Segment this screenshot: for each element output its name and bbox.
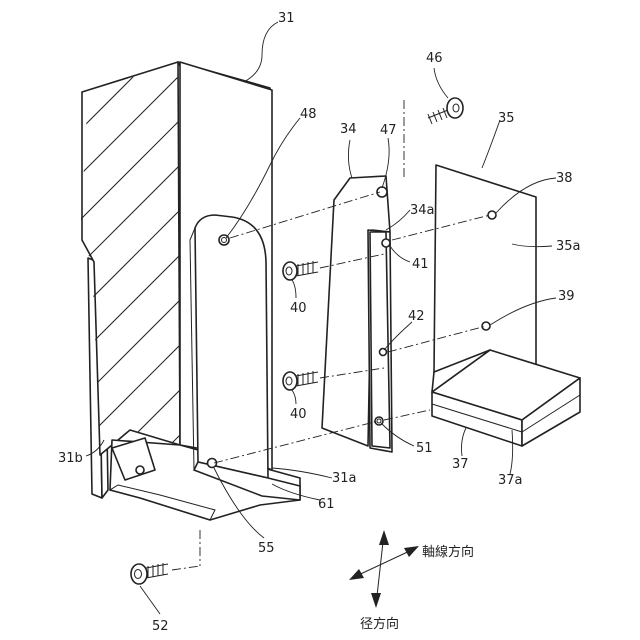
label-31a: 31a	[332, 471, 357, 486]
hole-42	[380, 349, 387, 356]
hole-38	[488, 211, 496, 219]
plate-35	[432, 165, 580, 446]
screw-52	[131, 563, 168, 584]
label-37a: 37a	[498, 473, 523, 488]
label-46: 46	[426, 51, 443, 66]
label-55: 55	[258, 541, 275, 556]
label-31b: 31b	[58, 451, 83, 466]
label-31: 31	[278, 11, 295, 26]
label-42: 42	[408, 309, 425, 324]
label-52: 52	[152, 619, 169, 634]
label-radial-direction: 径方向	[360, 616, 399, 632]
label-39: 39	[558, 289, 575, 304]
screw-46	[428, 98, 463, 124]
direction-arrows	[349, 530, 419, 608]
screw-40-upper	[283, 261, 318, 280]
label-axial-direction: 軸線方向	[422, 544, 474, 560]
pad-31a	[195, 215, 268, 478]
label-34a: 34a	[410, 203, 435, 218]
arrow-down	[371, 593, 381, 608]
label-37: 37	[452, 457, 469, 472]
label-35a: 35a	[556, 239, 581, 254]
label-34: 34	[340, 122, 357, 137]
hole-39	[482, 322, 490, 330]
label-48: 48	[300, 107, 317, 122]
hole-51	[375, 417, 383, 425]
label-38: 38	[556, 171, 573, 186]
screw-40-lower	[283, 371, 318, 390]
label-40-lower: 40	[290, 407, 307, 422]
notch-hole	[136, 466, 144, 474]
bar-34	[322, 176, 392, 452]
label-35: 35	[498, 111, 515, 126]
label-51: 51	[416, 441, 433, 456]
block-31	[60, 20, 300, 555]
plate-35a	[434, 165, 536, 372]
hole-41	[382, 239, 390, 247]
bar-34a-strip	[370, 232, 390, 448]
arrow-left	[349, 569, 364, 580]
label-41: 41	[412, 257, 429, 272]
label-47: 47	[380, 123, 397, 138]
arrow-right	[404, 546, 419, 557]
arrow-up	[379, 530, 389, 545]
label-40-upper: 40	[290, 301, 307, 316]
label-61: 61	[318, 497, 335, 512]
